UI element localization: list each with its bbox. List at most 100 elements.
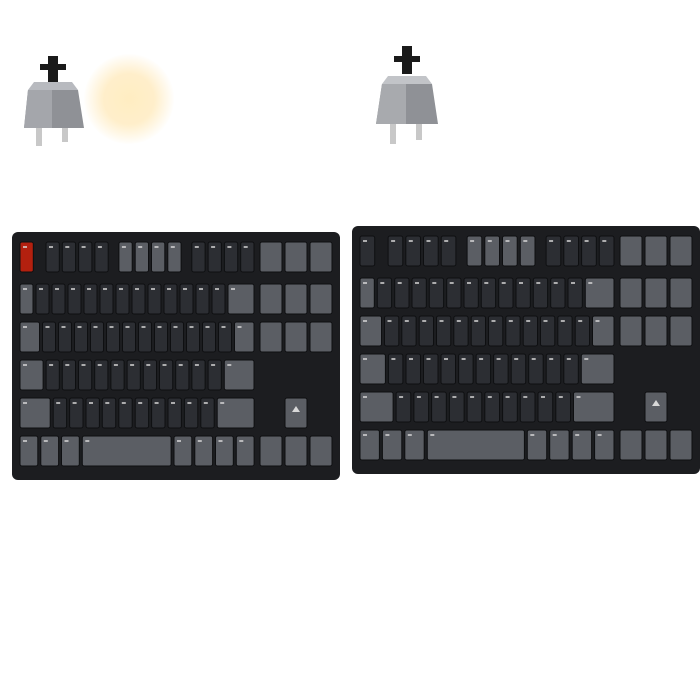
arrow-key <box>284 435 308 467</box>
keycap <box>573 391 615 423</box>
key-legend-mark <box>432 282 437 284</box>
key-legend-mark <box>523 396 528 398</box>
keycap <box>418 315 434 347</box>
key-legend-mark <box>363 434 367 436</box>
keycap <box>167 397 182 429</box>
key-legend-mark <box>566 358 571 360</box>
key-legend-mark <box>167 288 171 290</box>
key-legend-mark <box>119 288 123 290</box>
nav-keycap <box>259 241 283 273</box>
key-legend-mark <box>162 364 167 366</box>
key-legend-mark <box>215 288 219 290</box>
keycap <box>163 283 178 315</box>
key-legend-mark <box>426 240 431 242</box>
keycap <box>519 391 536 423</box>
key-legend-mark <box>170 246 175 248</box>
key-legend-mark <box>514 358 519 360</box>
key-legend-mark <box>56 402 61 404</box>
key-legend-mark <box>243 246 248 248</box>
keycap <box>94 359 109 391</box>
keycap <box>40 435 60 467</box>
key-legend-mark <box>183 288 187 290</box>
keycap <box>405 353 421 385</box>
key-legend-mark <box>496 358 501 360</box>
key-legend-mark <box>452 396 457 398</box>
key-legend-mark <box>103 288 107 290</box>
key-legend-mark <box>363 320 367 322</box>
keycap <box>122 321 136 353</box>
keycap <box>90 321 104 353</box>
arrow-key <box>259 435 283 467</box>
keycap <box>426 429 525 461</box>
nav-keycap <box>284 241 308 273</box>
key-legend-mark <box>173 326 178 328</box>
key-legend-mark <box>519 282 523 284</box>
key-legend-mark <box>461 358 466 360</box>
key-legend-mark <box>408 240 413 242</box>
keycap <box>211 283 226 315</box>
key-legend-mark <box>530 434 535 436</box>
mechanical-switch-right <box>372 44 442 154</box>
keycap <box>118 397 133 429</box>
keycap <box>159 359 174 391</box>
nav-keycap <box>284 321 308 353</box>
key-legend-mark <box>157 326 162 328</box>
keycap <box>394 277 410 309</box>
key-legend-mark <box>77 326 82 328</box>
key-legend-mark <box>505 396 510 398</box>
arrow-up-icon <box>652 400 660 406</box>
keycap <box>440 235 457 267</box>
keycap <box>411 277 427 309</box>
keycap <box>45 359 60 391</box>
key-legend-mark <box>484 282 489 284</box>
key-legend-mark <box>560 320 565 322</box>
key-legend-mark <box>380 282 385 284</box>
keycap <box>234 321 255 353</box>
key-legend-mark <box>444 358 448 360</box>
nav-keycap <box>669 315 693 347</box>
keyboard-left <box>12 232 340 480</box>
keycap <box>484 391 501 423</box>
key-legend-mark <box>523 240 528 242</box>
key-legend-mark <box>130 364 135 366</box>
keycap <box>528 353 544 385</box>
key-legend-mark <box>187 402 192 404</box>
keycap <box>19 435 39 467</box>
keycap <box>19 359 44 391</box>
keycap <box>183 397 199 429</box>
key-legend-mark <box>121 246 126 248</box>
keycap <box>359 277 375 309</box>
key-legend-mark <box>49 246 53 248</box>
arrow-key <box>619 429 643 461</box>
keycap <box>580 353 615 385</box>
keycap <box>207 359 222 391</box>
keycap <box>94 241 109 273</box>
key-legend-mark <box>146 364 151 366</box>
key-legend-mark <box>85 440 90 442</box>
key-legend-mark <box>553 282 558 284</box>
arrow-up-key <box>284 397 308 429</box>
keycap <box>216 397 255 429</box>
key-legend-mark <box>444 240 449 242</box>
keycap <box>359 429 380 461</box>
key-legend-mark <box>430 434 435 436</box>
arrow-up-key <box>644 391 668 423</box>
key-legend-mark <box>97 246 102 248</box>
key-legend-mark <box>138 402 143 404</box>
keycap <box>484 235 501 267</box>
key-legend-mark <box>597 434 602 436</box>
key-legend-mark <box>194 364 199 366</box>
switch-icon <box>24 56 84 146</box>
key-legend-mark <box>138 246 143 248</box>
keycap <box>151 241 166 273</box>
keycap <box>99 283 114 315</box>
nav-keycap <box>669 277 693 309</box>
keycap <box>498 277 514 309</box>
keycap <box>78 359 93 391</box>
keycap <box>581 235 597 267</box>
switch-icon <box>376 46 438 144</box>
key-legend-mark <box>399 396 404 398</box>
keycap <box>545 353 562 385</box>
keycap <box>359 315 382 347</box>
key-legend-mark <box>439 320 444 322</box>
